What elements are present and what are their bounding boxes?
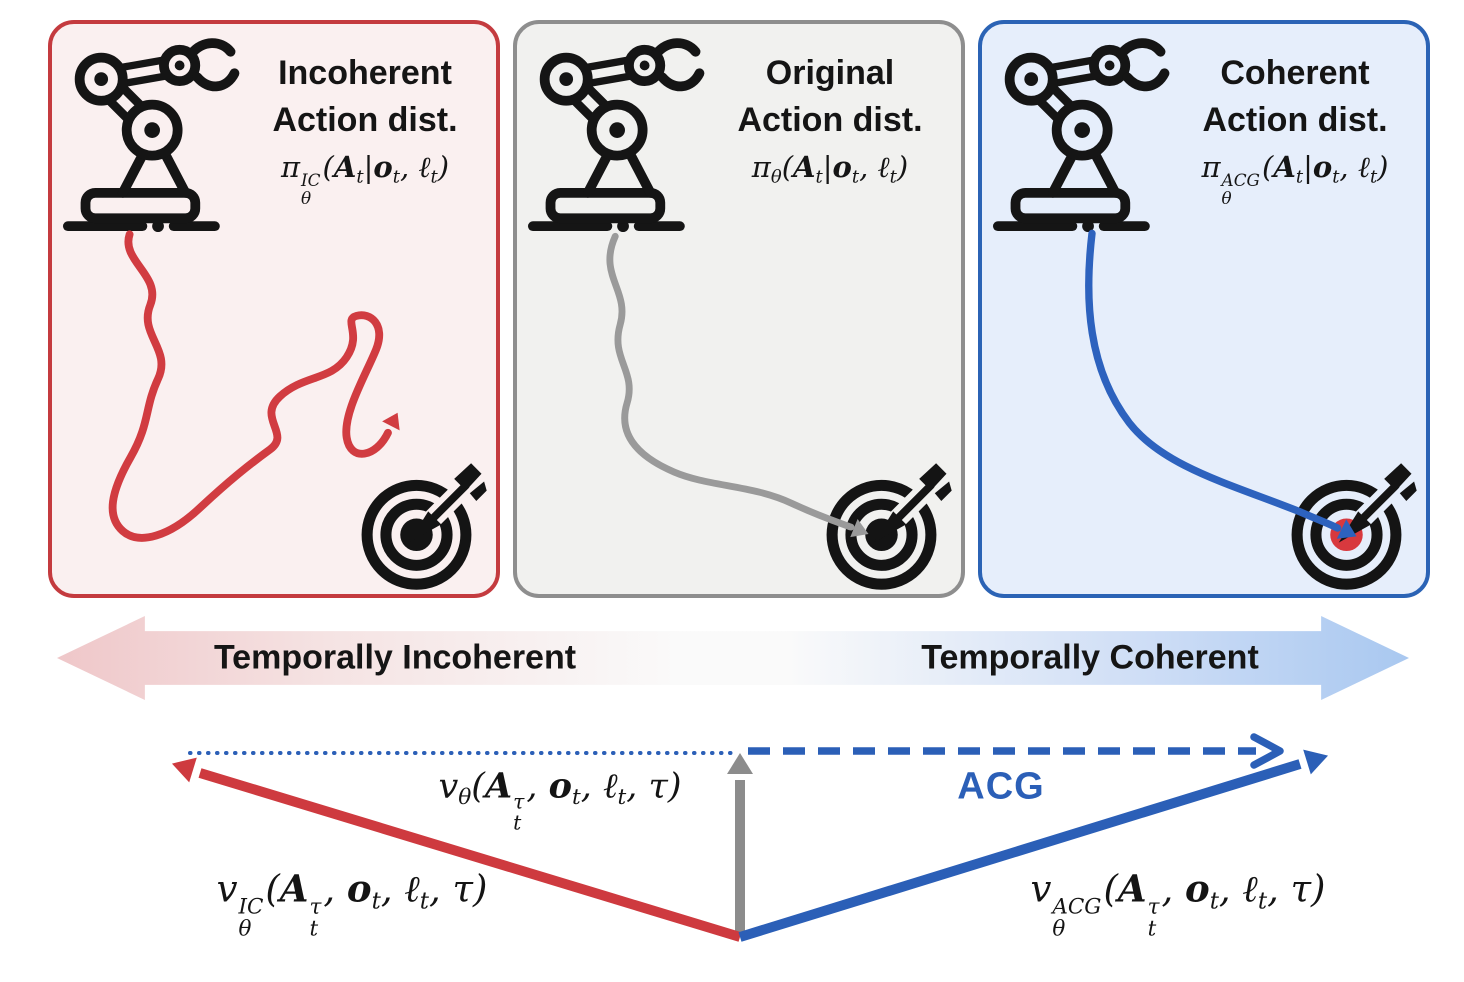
target-dartboard-icon	[826, 463, 952, 590]
panel-title: Incoherent	[278, 54, 452, 92]
robot-arm-icon	[992, 38, 1170, 233]
panel-title: Original	[765, 54, 895, 92]
panel-title: Coherent	[1220, 54, 1370, 92]
robot-arm-icon	[527, 38, 705, 233]
acg-label: ACG	[957, 765, 1045, 808]
label-temporally-incoherent: Temporally Incoherent	[213, 638, 577, 677]
robot-arm-icon	[62, 38, 240, 233]
incoherent-trajectory	[108, 230, 400, 542]
panel-subtitle: Action dist.	[737, 101, 923, 139]
label-temporally-coherent: Temporally Coherent	[921, 638, 1259, 677]
incoherent-velocity-arrowhead	[171, 757, 197, 783]
trajectory-arrowhead	[382, 412, 400, 431]
incoherent-velocity-arrow	[198, 768, 742, 942]
target-dartboard-icon	[361, 463, 487, 590]
trajectory-arrowhead	[850, 518, 869, 538]
trajectory-arrowhead	[1336, 519, 1357, 539]
coherent-velocity-arrow	[738, 759, 1302, 942]
coherent-trajectory	[1085, 229, 1357, 539]
panel-subtitle: Action dist.	[272, 101, 458, 139]
panel-subtitle: Action dist.	[1202, 101, 1388, 139]
original-velocity-arrowhead	[727, 753, 753, 774]
vector-svg	[171, 733, 1329, 942]
coherence-spectrum-arrow: Temporally Incoherent Temporally Coheren…	[57, 616, 1409, 700]
panel-header: Original Action dist. πθ(At|ot, ℓt)	[705, 50, 955, 188]
target-dartboard-icon	[1291, 463, 1417, 590]
coherent-velocity-arrowhead	[1303, 749, 1329, 775]
panel-original: Original Action dist. πθ(At|ot, ℓt)	[513, 20, 965, 598]
original-trajectory	[606, 232, 869, 538]
acg-dashed-arrowhead	[1250, 733, 1284, 769]
action-dist-formula: πθ(At|ot, ℓt)	[751, 150, 909, 188]
